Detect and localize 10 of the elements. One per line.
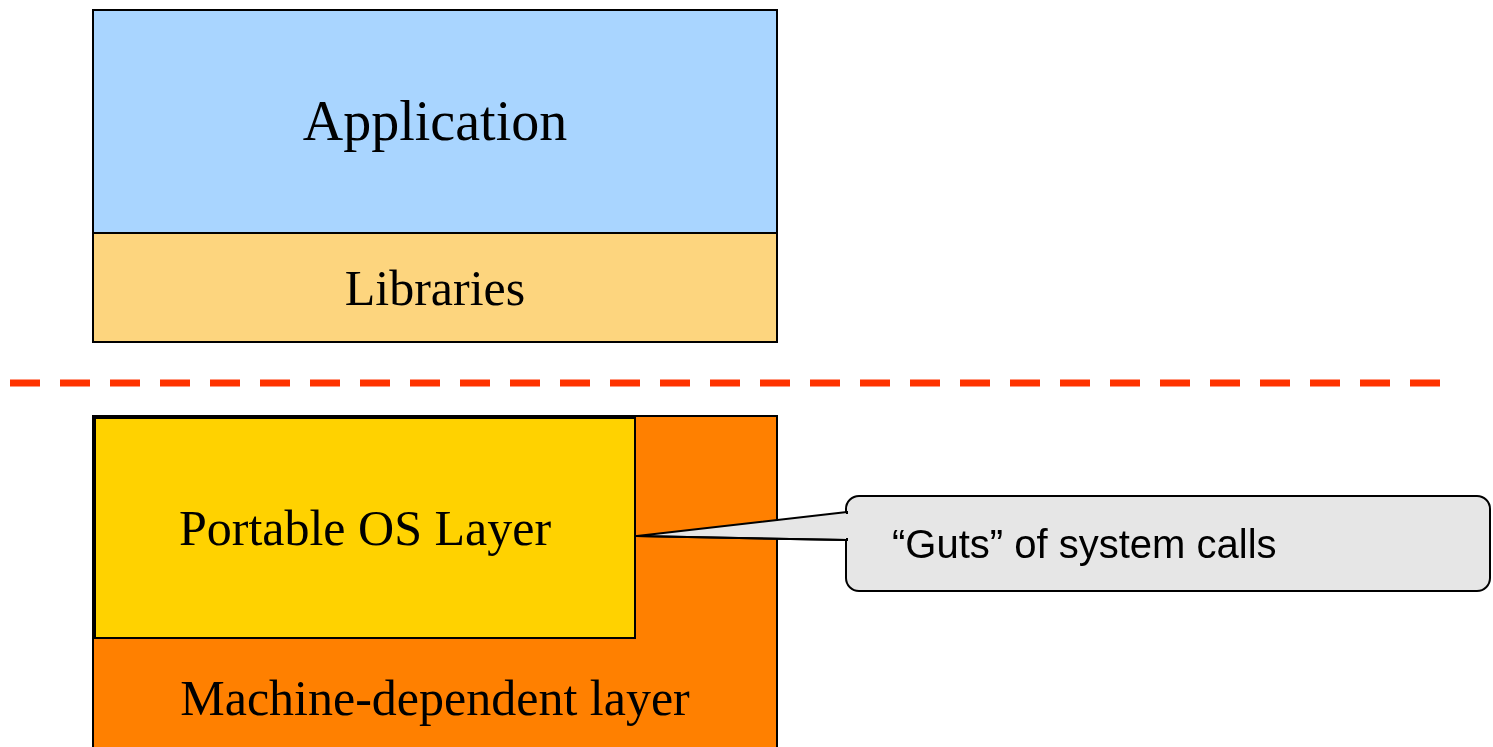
layer-label: Application	[302, 90, 568, 153]
layer-box	[92, 9, 778, 234]
layer-box	[92, 415, 778, 747]
layer-label: Libraries	[344, 260, 526, 315]
callout-text: “Guts” of system calls	[892, 521, 1277, 566]
layer-box	[92, 232, 778, 343]
layer-box	[94, 417, 636, 639]
layer-label: Machine-dependent layer	[180, 671, 690, 726]
callout-bubble	[845, 495, 1491, 592]
layer-label: Portable OS Layer	[178, 500, 552, 556]
